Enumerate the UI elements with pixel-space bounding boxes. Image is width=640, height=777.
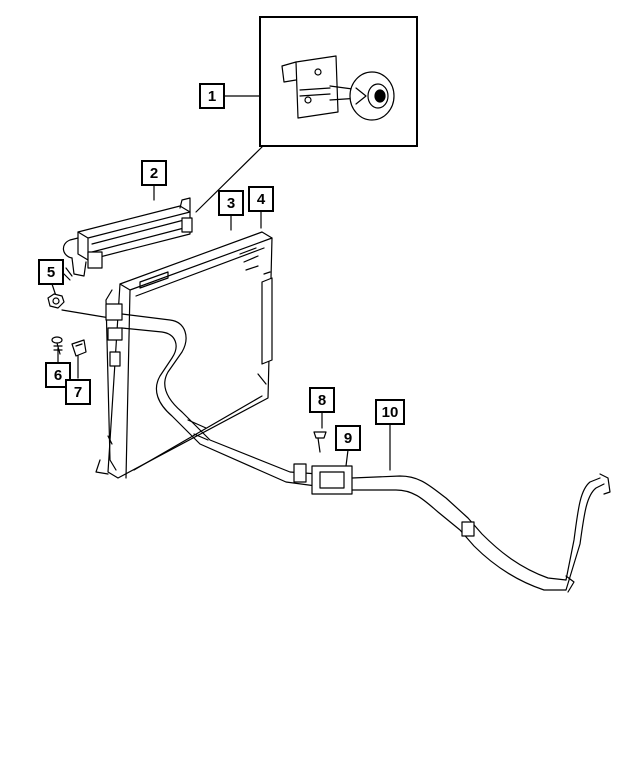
callout-1: 1	[199, 83, 225, 109]
bolt-drawing	[51, 336, 63, 355]
leader-line-9	[345, 449, 349, 467]
clip-drawing	[71, 339, 87, 357]
callout-3: 3	[218, 190, 244, 216]
callout-9: 9	[335, 425, 361, 451]
callout-2: 2	[141, 160, 167, 186]
push-pin-drawing	[313, 431, 327, 453]
nut-drawing	[47, 293, 65, 309]
leader-line-inset	[195, 146, 263, 213]
oil-cooler-drawing	[61, 197, 193, 281]
leader-line-5b	[61, 309, 111, 319]
callout-5: 5	[38, 259, 64, 285]
callout-7: 7	[65, 379, 91, 405]
callout-8: 8	[309, 387, 335, 413]
callout-10: 10	[375, 399, 405, 425]
cooler-lines-drawing	[121, 313, 611, 593]
inset-bracket-drawing	[281, 55, 395, 121]
inset-detail-frame	[259, 16, 418, 147]
callout-4: 4	[248, 186, 274, 212]
condenser-drawing	[95, 231, 273, 479]
